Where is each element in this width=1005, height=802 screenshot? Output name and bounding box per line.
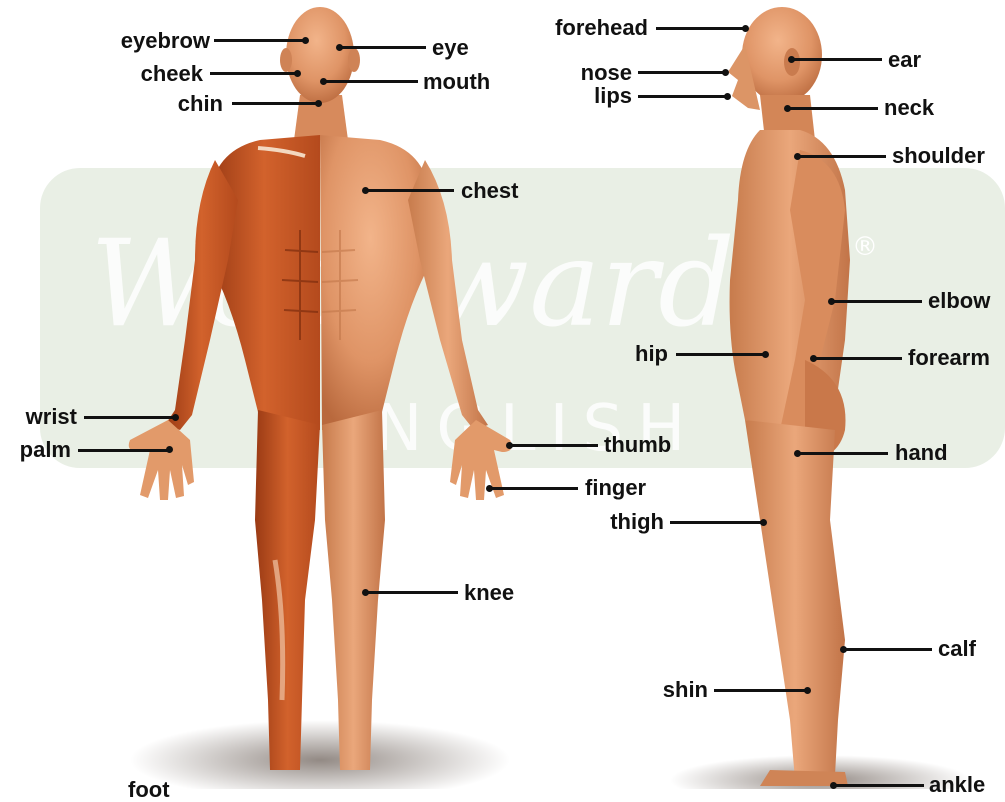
- leader-palm: [78, 449, 170, 452]
- point-palm: [166, 446, 173, 453]
- point-ear: [788, 56, 795, 63]
- leader-ankle: [834, 784, 924, 787]
- label-foot: foot: [128, 778, 170, 802]
- point-forearm: [810, 355, 817, 362]
- leader-shoulder: [798, 155, 886, 158]
- leader-forehead: [656, 27, 744, 30]
- front-head: [286, 7, 354, 103]
- leader-mouth: [324, 80, 418, 83]
- label-thigh: thigh: [560, 510, 664, 534]
- point-calf: [840, 646, 847, 653]
- label-palm: palm: [5, 438, 71, 462]
- front-left-leg: [255, 410, 320, 770]
- point-eyebrow: [302, 37, 309, 44]
- label-ankle: ankle: [929, 773, 985, 797]
- point-thigh: [760, 519, 767, 526]
- leader-finger: [490, 487, 578, 490]
- label-neck: neck: [884, 96, 934, 120]
- leader-lips: [638, 95, 726, 98]
- leader-calf: [844, 648, 932, 651]
- label-hand: hand: [895, 441, 948, 465]
- label-forehead: forehead: [530, 16, 648, 40]
- point-elbow: [828, 298, 835, 305]
- point-knee: [362, 589, 369, 596]
- label-knee: knee: [464, 581, 514, 605]
- leader-neck: [788, 107, 878, 110]
- label-calf: calf: [938, 637, 976, 661]
- leader-wrist: [84, 416, 174, 419]
- leader-shin: [714, 689, 806, 692]
- label-eyebrow: eyebrow: [95, 29, 210, 53]
- point-mouth: [320, 78, 327, 85]
- point-neck: [784, 105, 791, 112]
- point-shoulder: [794, 153, 801, 160]
- leader-chest: [366, 189, 454, 192]
- label-ear: ear: [888, 48, 921, 72]
- side-figure: [728, 7, 850, 786]
- label-cheek: cheek: [95, 62, 203, 86]
- point-eye: [336, 44, 343, 51]
- point-chest: [362, 187, 369, 194]
- label-finger: finger: [585, 476, 646, 500]
- leader-knee: [366, 591, 458, 594]
- side-leg: [745, 420, 845, 780]
- leader-cheek: [210, 72, 296, 75]
- point-lips: [724, 93, 731, 100]
- point-shin: [804, 687, 811, 694]
- front-figure-shadow: [130, 720, 510, 789]
- leader-eye: [340, 46, 426, 49]
- watermark-registered-mark: ®: [852, 232, 878, 262]
- point-chin: [315, 100, 322, 107]
- point-finger: [486, 485, 493, 492]
- label-shoulder: shoulder: [892, 144, 985, 168]
- point-hand: [794, 450, 801, 457]
- point-forehead: [742, 25, 749, 32]
- front-left-ear: [280, 48, 292, 72]
- point-wrist: [172, 414, 179, 421]
- label-chest: chest: [461, 179, 518, 203]
- front-right-leg: [322, 410, 385, 770]
- label-chin: chin: [95, 92, 223, 116]
- leader-thigh: [670, 521, 762, 524]
- leader-nose: [638, 71, 724, 74]
- point-hip: [762, 351, 769, 358]
- label-hip: hip: [580, 342, 668, 366]
- leader-hand: [798, 452, 888, 455]
- label-mouth: mouth: [423, 70, 490, 94]
- front-right-ear: [348, 48, 360, 72]
- label-elbow: elbow: [928, 289, 990, 313]
- point-cheek: [294, 70, 301, 77]
- label-thumb: thumb: [604, 433, 671, 457]
- point-nose: [722, 69, 729, 76]
- leader-chin: [232, 102, 318, 105]
- point-thumb: [506, 442, 513, 449]
- leader-elbow: [832, 300, 922, 303]
- leader-forearm: [814, 357, 902, 360]
- leader-thumb: [510, 444, 598, 447]
- label-eye: eye: [432, 36, 469, 60]
- label-wrist: wrist: [5, 405, 77, 429]
- leader-hip: [676, 353, 764, 356]
- label-lips: lips: [540, 84, 632, 108]
- leader-ear: [792, 58, 882, 61]
- leader-eyebrow: [214, 39, 306, 42]
- label-forearm: forearm: [908, 346, 990, 370]
- point-ankle: [830, 782, 837, 789]
- label-nose: nose: [540, 61, 632, 85]
- label-shin: shin: [610, 678, 708, 702]
